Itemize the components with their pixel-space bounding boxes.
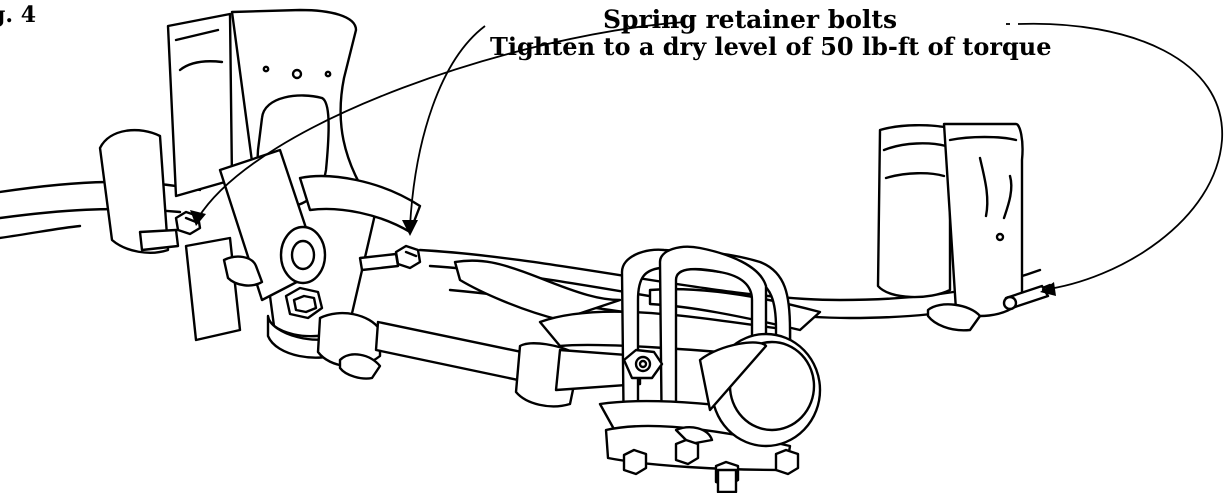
leader-arrow-icon bbox=[190, 210, 206, 226]
callout-leaders bbox=[190, 21, 1223, 296]
left-front-hanger bbox=[184, 8, 422, 342]
leader-arrow-icon bbox=[402, 220, 418, 236]
torque-arm-bolt bbox=[622, 348, 664, 380]
axle-ubolt-assembly bbox=[598, 245, 822, 493]
leader-arrow-icon bbox=[409, 25, 486, 227]
axle-nuts bbox=[622, 438, 800, 493]
leader-arrow-icon bbox=[197, 21, 686, 219]
left-rear-hanger bbox=[98, 12, 234, 254]
leader-arrow-icon bbox=[1040, 282, 1056, 296]
right-retainer-bolt bbox=[1002, 284, 1050, 311]
figure-label: g. 4 bbox=[0, 2, 37, 28]
callout-description: Tighten to a dry level of 50 lb-ft of to… bbox=[490, 32, 1052, 61]
leader-arrow-icon bbox=[1017, 22, 1223, 291]
callout-label: Spring retainer bolts Tighten to a dry l… bbox=[490, 5, 1052, 61]
callout-title: Spring retainer bolts bbox=[602, 5, 898, 34]
left-retainer-bolt-front bbox=[358, 244, 422, 272]
torque-arm bbox=[316, 311, 642, 408]
right-hanger bbox=[876, 122, 1050, 332]
